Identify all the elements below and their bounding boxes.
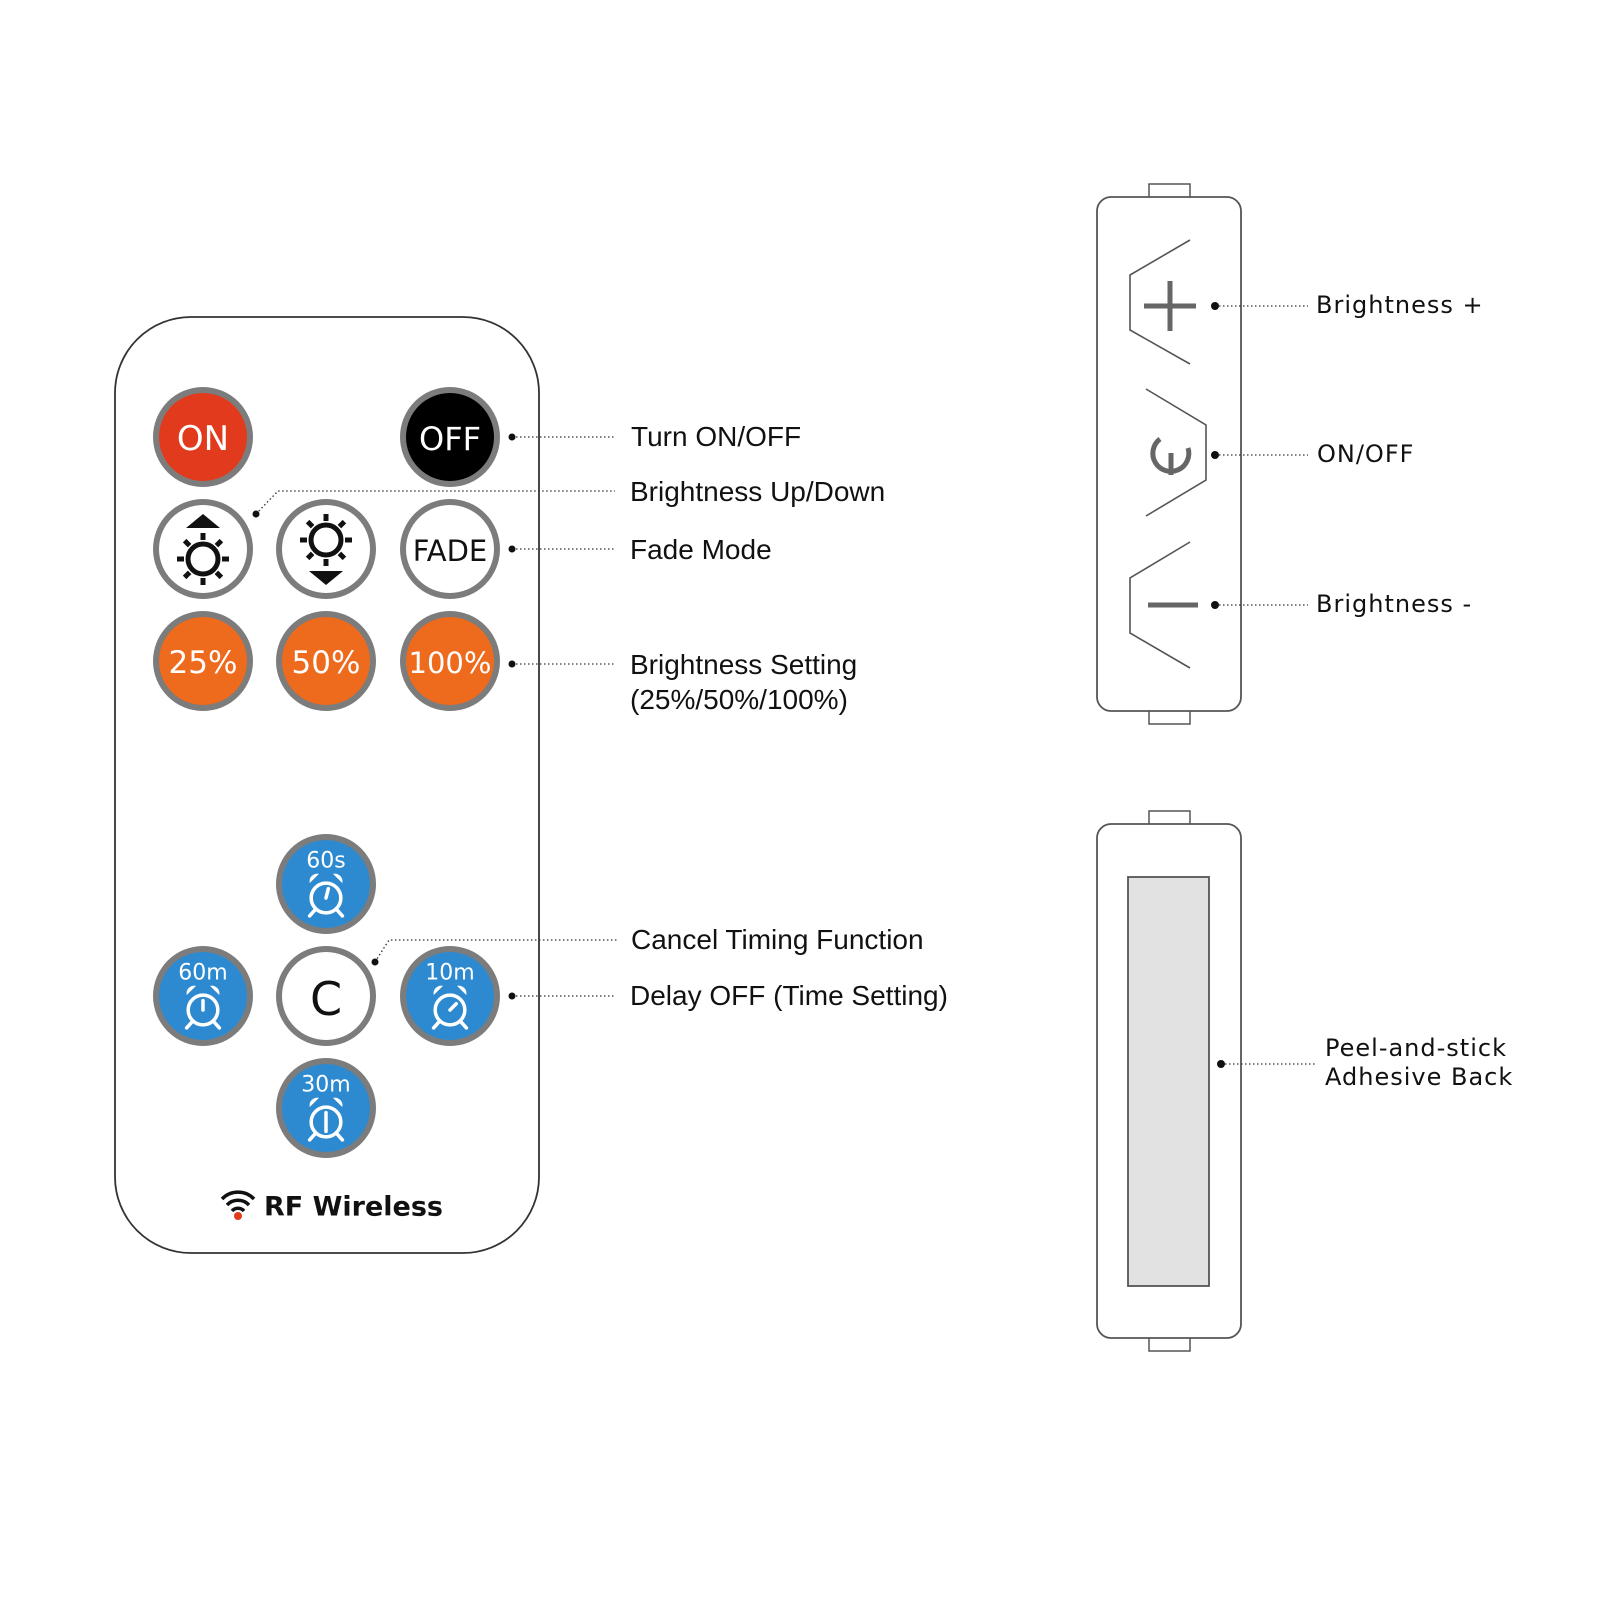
cancel-timer-button[interactable]: C (276, 946, 376, 1046)
brightness-100-label: 100% (409, 646, 492, 680)
brightness-up-button[interactable] (153, 499, 253, 599)
brightness-50-button[interactable]: 50% (276, 611, 376, 711)
callout-brightness-updown: Brightness Up/Down (630, 476, 886, 507)
controller-front (1096, 183, 1242, 725)
controller-back (1096, 810, 1242, 1352)
power-key[interactable] (1145, 388, 1207, 517)
alarm-clock-icon (184, 983, 222, 1030)
on-button-label: ON (177, 419, 229, 459)
controller-leader-lines (1211, 302, 1316, 1068)
callout-controller-onoff: ON/OFF (1317, 440, 1415, 468)
adhesive-pad (1127, 876, 1210, 1287)
brightness-25-button[interactable]: 25% (153, 611, 253, 711)
arrow-down-icon (309, 571, 343, 585)
brightness-plus-key[interactable] (1129, 239, 1196, 365)
brightness-100-button[interactable]: 100% (400, 611, 500, 711)
off-button[interactable]: OFF (400, 387, 500, 487)
timer-30m-button[interactable]: 30m (276, 1058, 376, 1158)
callout-brightness-setting: Brightness Setting (630, 649, 858, 680)
callout-turn-onoff: Turn ON/OFF (631, 421, 802, 452)
brightness-25-label: 25% (169, 645, 238, 681)
timer-10m-label: 10m (425, 961, 474, 986)
off-button-label: OFF (419, 420, 481, 458)
on-button[interactable]: ON (153, 387, 253, 487)
callout-brightness-plus: Brightness + (1316, 291, 1484, 319)
callout-brightness-minus: Brightness - (1316, 590, 1473, 618)
alarm-clock-icon (431, 983, 469, 1030)
timer-60m-label: 60m (178, 961, 227, 986)
power-icon (1150, 437, 1192, 475)
remote-leader-lines (252, 433, 617, 1000)
arrow-up-icon (186, 514, 220, 528)
callout-fade-mode: Fade Mode (630, 534, 772, 565)
brightness-50-label: 50% (292, 645, 361, 681)
timer-10m-button[interactable]: 10m (400, 946, 500, 1046)
alarm-clock-icon (307, 871, 345, 918)
wireless-signal-icon (220, 1190, 256, 1220)
timer-30m-label: 30m (301, 1073, 350, 1098)
fade-button-label: FADE (413, 534, 488, 568)
alarm-clock-icon (307, 1095, 345, 1142)
timer-60s-button[interactable]: 60s (276, 834, 376, 934)
timer-60m-button[interactable]: 60m (153, 946, 253, 1046)
callout-delay-off: Delay OFF (Time Setting) (630, 980, 948, 1011)
rf-wireless-label: RF Wireless (264, 1192, 443, 1223)
callout-adhesive-line2: Adhesive Back (1325, 1063, 1514, 1091)
callout-brightness-setting-values: (25%/50%/100%) (630, 684, 848, 715)
cancel-button-label: C (310, 972, 342, 1026)
brightness-down-button[interactable] (276, 499, 376, 599)
timer-60s-label: 60s (306, 849, 345, 874)
callout-adhesive-line1: Peel-and-stick (1325, 1034, 1507, 1062)
brightness-minus-key[interactable] (1129, 541, 1198, 669)
fade-button[interactable]: FADE (400, 499, 500, 599)
callout-cancel-timing: Cancel Timing Function (631, 924, 924, 955)
